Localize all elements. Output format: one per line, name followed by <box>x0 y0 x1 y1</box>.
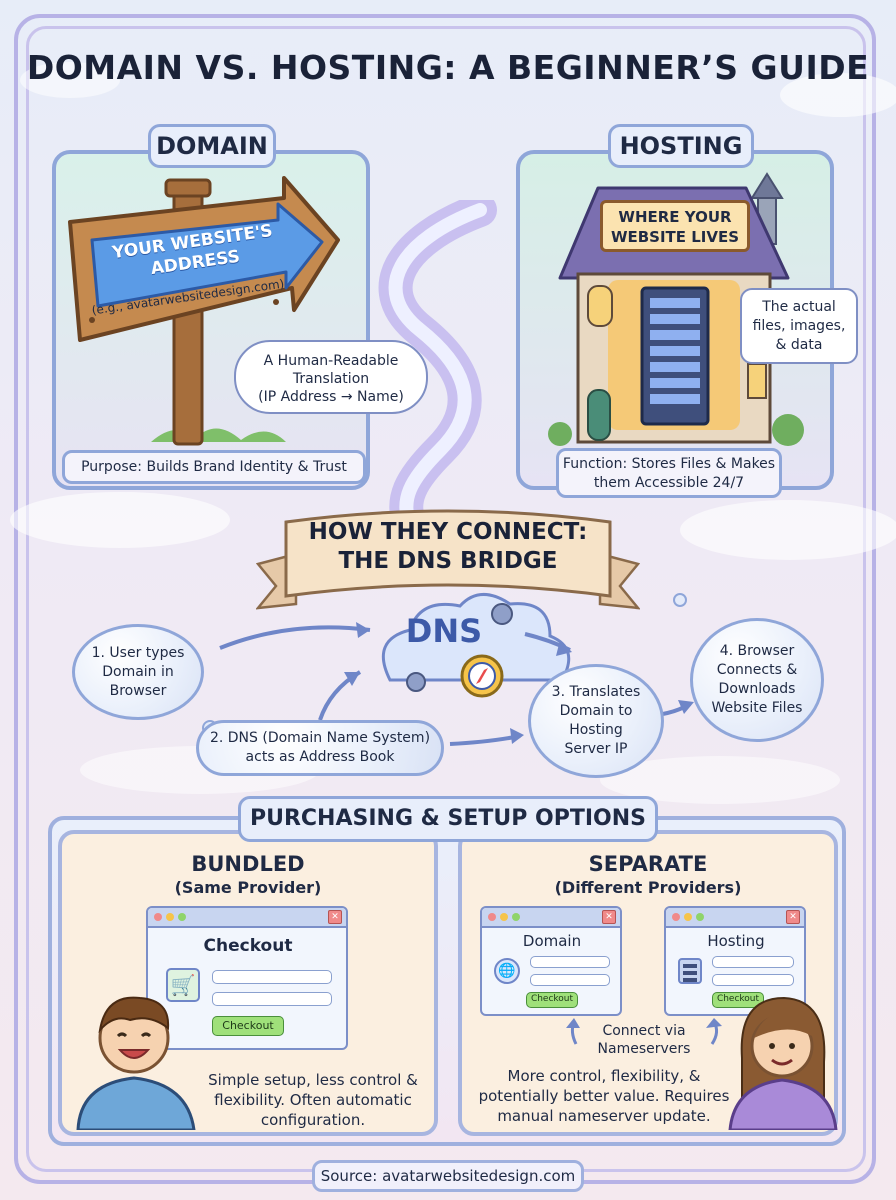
close-dot <box>672 913 680 921</box>
window-titlebar: ✕ <box>148 908 346 928</box>
hosting-field-2[interactable] <box>712 974 794 986</box>
step2-line-1: 2. DNS (Domain Name System) <box>209 730 431 746</box>
nameserver-arrows <box>566 1018 722 1045</box>
step3-line-2: Domain to <box>559 703 633 719</box>
bundled-checkout-window: ✕ Checkout 🛒 Checkout <box>146 906 348 1050</box>
connect-nameservers-label: Connect via Nameservers <box>574 1022 714 1058</box>
server-icon <box>678 958 702 984</box>
cloud-line-1: A Human-Readable <box>263 353 399 369</box>
domain-field-1[interactable] <box>530 956 610 968</box>
hosting-function: Function: Stores Files & Makes them Acce… <box>556 448 782 498</box>
step1-line-2: Domain in <box>102 663 174 680</box>
bundled-desc-line-3: configuration. <box>260 1111 366 1129</box>
hosting-sign: WHERE YOUR WEBSITE LIVES <box>600 200 750 252</box>
step-3-bubble: 3. Translates Domain to Hosting Server I… <box>528 664 664 778</box>
close-dot <box>154 913 162 921</box>
step3-line-3: Hosting <box>569 722 623 738</box>
house-server-icon <box>548 172 804 446</box>
callout-line-2: files, images, <box>752 318 846 334</box>
maximize-dot <box>178 913 186 921</box>
banner-text: HOW THEY CONNECT: THE DNS BRIDGE <box>262 518 634 576</box>
page-title: DOMAIN VS. HOSTING: A BEGINNER’S GUIDE <box>26 48 870 87</box>
checkout-title: Checkout <box>203 936 293 956</box>
close-icon[interactable]: ✕ <box>786 910 800 924</box>
step2-line-2: acts as Address Book <box>245 749 395 765</box>
step1-line-1: 1. User types <box>91 644 185 661</box>
dns-cloud-label: DNS <box>405 612 483 650</box>
minimize-dot <box>166 913 174 921</box>
hosting-sign-line-2: WEBSITE LIVES <box>610 228 740 246</box>
maximize-dot <box>696 913 704 921</box>
domain-checkout-button[interactable]: Checkout <box>526 992 578 1008</box>
bundled-heading: BUNDLED <box>191 852 305 876</box>
maximize-dot <box>512 913 520 921</box>
translation-cloud: A Human-Readable Translation (IP Address… <box>234 340 428 414</box>
purchasing-tag: PURCHASING & SETUP OPTIONS <box>238 796 658 842</box>
bundled-desc-line-1: Simple setup, less control & <box>208 1071 418 1089</box>
bundled-checkout-button[interactable]: Checkout <box>212 1016 284 1036</box>
minimize-dot <box>500 913 508 921</box>
dns-bridge-banner <box>256 509 640 610</box>
happy-man-avatar <box>76 996 196 1130</box>
separate-desc-line-2: potentially better value. Requires <box>478 1087 730 1105</box>
close-dot <box>488 913 496 921</box>
domain-provider-window: ✕ Domain 🌐 Checkout <box>480 906 622 1016</box>
checkout-field-2[interactable] <box>212 992 332 1006</box>
separate-description: More control, flexibility, & potentially… <box>470 1066 738 1126</box>
hosting-tag: HOSTING <box>608 124 754 168</box>
separate-desc-line-3: manual nameserver update. <box>497 1107 711 1125</box>
step4-line-4: Website Files <box>711 700 803 716</box>
domain-tag: DOMAIN <box>148 124 276 168</box>
step-1-bubble: 1. User types Domain in Browser <box>72 624 204 720</box>
happy-woman-avatar <box>728 996 838 1130</box>
separate-heading: SEPARATE <box>588 852 708 876</box>
close-icon[interactable]: ✕ <box>602 910 616 924</box>
step-4-bubble: 4. Browser Connects & Downloads Website … <box>690 618 824 742</box>
connect-line-2: Nameservers <box>597 1041 691 1057</box>
function-line-2: them Accessible 24/7 <box>593 475 745 491</box>
signpost-icon <box>68 176 340 446</box>
domain-field-2[interactable] <box>530 974 610 986</box>
banner-line-1: HOW THEY CONNECT: <box>308 519 588 545</box>
step4-line-2: Connects & <box>716 662 798 678</box>
files-callout: The actual files, images, & data <box>740 288 858 364</box>
step3-line-4: Server IP <box>564 741 628 757</box>
checkout-field-1[interactable] <box>212 970 332 984</box>
step3-line-1: 3. Translates <box>551 684 641 700</box>
callout-line-3: & data <box>775 337 823 353</box>
source-label: Source: avatarwebsitedesign.com <box>312 1160 584 1192</box>
cloud-line-2: Translation <box>292 371 370 387</box>
window-titlebar: ✕ <box>482 908 620 928</box>
hosting-sign-line-1: WHERE YOUR <box>618 208 732 226</box>
domain-window-title: Domain <box>522 932 582 950</box>
bundled-desc-line-2: flexibility. Often automatic <box>214 1091 412 1109</box>
shopping-cart-icon: 🛒 <box>166 968 200 1002</box>
function-line-1: Function: Stores Files & Makes <box>562 456 776 472</box>
cloud-line-3: (IP Address → Name) <box>258 389 404 405</box>
separate-subheading: (Different Providers) <box>554 878 742 897</box>
connect-line-1: Connect via <box>602 1023 686 1039</box>
minimize-dot <box>684 913 692 921</box>
separate-desc-line-1: More control, flexibility, & <box>507 1067 701 1085</box>
close-icon[interactable]: ✕ <box>328 910 342 924</box>
bundled-subheading: (Same Provider) <box>174 878 322 897</box>
bundled-description: Simple setup, less control & flexibility… <box>200 1070 426 1130</box>
callout-line-1: The actual <box>762 299 836 315</box>
domain-purpose: Purpose: Builds Brand Identity & Trust <box>62 450 366 484</box>
road-path <box>378 200 497 530</box>
banner-line-2: THE DNS BRIDGE <box>338 548 558 574</box>
step4-line-3: Downloads <box>718 681 796 697</box>
step-2-bubble: 2. DNS (Domain Name System) acts as Addr… <box>196 720 444 776</box>
window-titlebar: ✕ <box>666 908 804 928</box>
step1-line-3: Browser <box>109 682 167 699</box>
step4-line-1: 4. Browser <box>719 643 795 659</box>
globe-icon: 🌐 <box>494 958 520 984</box>
hosting-checkout-button[interactable]: Checkout <box>712 992 764 1008</box>
hosting-window-title: Hosting <box>707 932 765 950</box>
dns-flow-graphic <box>202 593 694 746</box>
hosting-field-1[interactable] <box>712 956 794 968</box>
